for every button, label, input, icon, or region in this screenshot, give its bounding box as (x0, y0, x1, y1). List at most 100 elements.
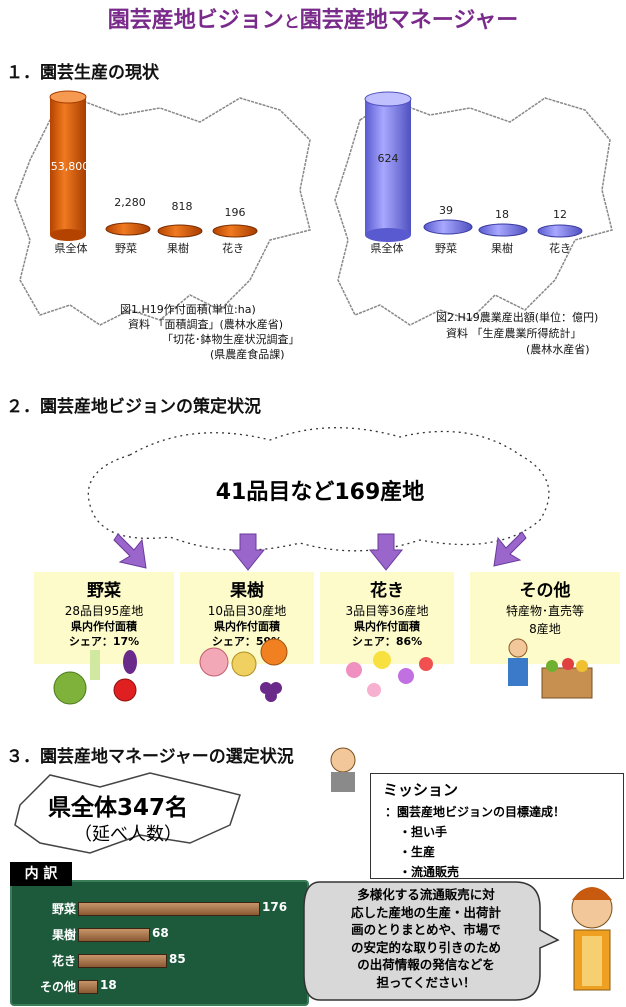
fig2-value-fruit: 18 (495, 208, 509, 221)
breakdown-label: 野菜 (51, 902, 76, 916)
breakdown-value: 85 (169, 952, 186, 966)
manager-character-illustration (571, 887, 613, 991)
fig2-value-vegetable: 39 (439, 204, 453, 217)
cloud-shape (87, 427, 550, 552)
fig2-bar-total (365, 99, 411, 235)
category-vegetable: 野菜 28品目95産地 県内作付面積 シェア：17% (34, 572, 174, 664)
breakdown-label: 果樹 (51, 928, 76, 942)
fig2-bar-vegetable (423, 219, 473, 235)
breakdown-bar (78, 928, 150, 942)
fig2-bar-flower (537, 224, 583, 238)
breakdown-bar (78, 902, 260, 916)
fig2-label-flower: 花き (549, 242, 571, 255)
speech-bubble (303, 881, 560, 1001)
section1-heading: １．園芸生産の現状 (6, 63, 159, 83)
mission-title: ミッション (383, 781, 459, 799)
category-fruit: 果樹 10品目30産地 県内作付面積 シェア：59% (180, 572, 314, 664)
total-managers-sub: （延べ人数） (74, 824, 182, 845)
fig2-value-total: 624 (377, 152, 399, 165)
category-name: 花き (370, 581, 404, 601)
fig1-label-total: 県全体 (54, 242, 88, 255)
fig1-bar-total (50, 97, 86, 235)
cloud-text: 41品目など169産地 (215, 480, 425, 505)
breakdown-bar (78, 980, 98, 994)
section3-heading: ３．園芸産地マネージャーの選定状況 (6, 747, 294, 767)
fig1-caption-3: 「切花･鉢物生産状況調査」 (162, 333, 300, 346)
breakdown-tab: 内 訳 (10, 862, 72, 886)
category-detail: 3品目等36産地 (345, 604, 429, 618)
fig2-caption-1: 図2.H19農業産出額(単位：億円) (436, 311, 599, 324)
fig1-label-fruit: 果樹 (167, 242, 189, 255)
mission-box: ミッション ：園芸産地ビジョンの目標達成！ ・担い手 ・生産 ・流通販売 (370, 773, 624, 879)
fig1-value-flower: 196 (224, 206, 246, 219)
category-name: 果樹 (230, 581, 264, 601)
section2-heading: ２．園芸産地ビジョンの策定状況 (6, 397, 261, 417)
category-detail: 28品目95産地 (64, 604, 144, 618)
fig1-value-fruit: 818 (171, 200, 193, 213)
fig2-label-fruit: 果樹 (491, 242, 513, 255)
category-name: その他 (519, 581, 571, 601)
fig2-label-vegetable: 野菜 (435, 242, 457, 255)
fruits-illustration (199, 638, 288, 702)
category-detail-2: 8産地 (529, 622, 561, 636)
speech-line: 担ってください！ (376, 974, 476, 990)
breakdown-row: 野菜 176 (12, 896, 307, 918)
speech-line: の出荷情報の発信などを (357, 957, 495, 972)
speech-line: 多様化する流通販売に対 (357, 887, 495, 902)
speech-line: の安定的な取り引きのため (350, 939, 501, 955)
title-part1: 園芸産地ビジョン (107, 8, 284, 33)
title-part2: 園芸産地マネージャー (299, 8, 519, 33)
breakdown-bar (78, 954, 167, 968)
breakdown-row: その他 18 (12, 974, 307, 996)
speech-line: 画のとりまとめや、市場で (351, 922, 501, 937)
breakdown-label: その他 (39, 980, 76, 994)
speech-text: 多様化する流通販売に対 応した産地の生産・出荷計 画のとりまとめや、市場で の安… (312, 886, 540, 991)
fig1-chart (49, 90, 258, 241)
total-managers: 県全体347名 (48, 795, 189, 821)
fig2-value-flower: 12 (553, 208, 567, 221)
category-share-label: 県内作付面積 (71, 620, 137, 633)
fig1-label-vegetable: 野菜 (115, 242, 137, 255)
arrow-down-icon (493, 531, 527, 567)
breakdown-row: 果樹 68 (12, 922, 307, 944)
breakdown-value: 68 (152, 926, 169, 940)
category-detail: 特産物･直売等 (505, 604, 584, 618)
fig2-bar-total-top (364, 91, 412, 107)
category-share-label: 県内作付面積 (354, 620, 420, 633)
fig2-chart (364, 91, 583, 242)
fig1-bar-total-top (49, 90, 87, 104)
category-share-label: 県内作付面積 (214, 620, 280, 633)
fig1-bar-total-bottom (50, 229, 86, 241)
breakdown-row: 花き 85 (12, 948, 307, 970)
fig1-value-vegetable: 2,280 (114, 196, 146, 209)
fig1-caption-4: (県農産食品課) (210, 348, 285, 361)
category-flower: 花き 3品目等36産地 県内作付面積 シェア：86% (320, 572, 454, 664)
fig1-bar-flower (212, 224, 258, 238)
fig2-caption-3: (農林水産省) (526, 343, 590, 356)
mission-item: ・流通販売 (399, 865, 460, 879)
category-name: 野菜 (87, 581, 121, 601)
fig1-label-flower: 花き (222, 242, 244, 255)
prefecture-map-1 (14, 97, 311, 326)
breakdown-panel: 野菜 176 果樹 68 花き 85 その他 18 (10, 880, 309, 1006)
prefecture-map-3 (14, 772, 241, 854)
mission-lead: ：園芸産地ビジョンの目標達成！ (385, 805, 566, 819)
breakdown-label: 花き (51, 954, 76, 968)
vegetables-illustration (53, 650, 137, 705)
category-share: シェア：86% (351, 635, 423, 648)
mission-item: ・生産 (399, 845, 436, 859)
breakdown-value: 176 (262, 900, 288, 914)
title-connector: と (283, 12, 300, 31)
person-illustration (330, 747, 356, 792)
flowers-illustration (346, 651, 433, 697)
fig2-caption-2: 資料 「生産農業所得統計」 (446, 327, 582, 340)
arrow-down-icon (113, 533, 147, 569)
arrow-down-icon (368, 533, 404, 571)
direct-sales-illustration (508, 638, 593, 699)
fig1-caption-2: 資料 「面積調査」(農林水産省) (128, 318, 284, 331)
fig1-caption-1: 図1.H19作付面積(単位:ha) (120, 303, 256, 316)
page-title: 園芸産地ビジョンと園芸産地マネージャー (0, 2, 626, 34)
category-other: その他 特産物･直売等 8産地 (470, 572, 620, 664)
fig1-bar-fruit (157, 224, 203, 238)
fig1-value-total: 53,800 (50, 160, 90, 173)
